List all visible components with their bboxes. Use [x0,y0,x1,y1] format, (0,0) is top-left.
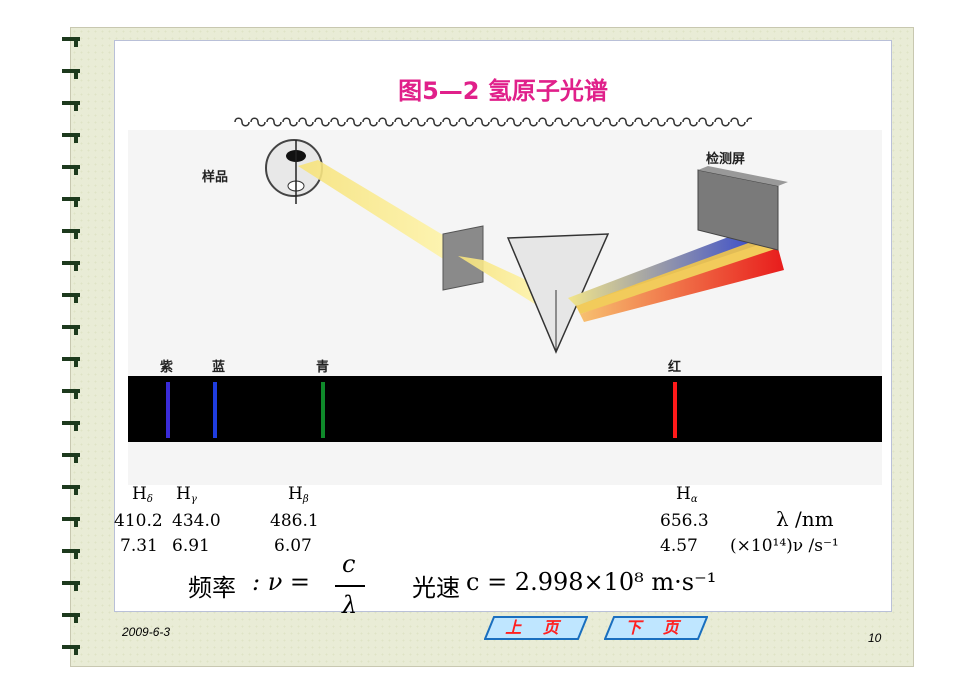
wavelength-h-delta: 410.2 [114,511,163,531]
prev-page-label: 上 页 [505,618,567,637]
spectral-line-h-alpha [673,382,677,438]
frequency-h-beta: 6.07 [274,536,312,556]
spectral-line-h-delta [166,382,170,438]
line-label-h-alpha: Hα [676,484,698,505]
prev-page-button[interactable]: 上 页 [483,616,589,640]
line-label-h-delta: Hδ [132,484,153,505]
line-name: H [676,484,691,504]
color-label-blue: 蓝 [212,360,226,375]
color-label-red: 红 [668,360,682,375]
speed-of-light-expression: c = 2.998×10⁸ m·s⁻¹ [466,568,717,596]
line-name: H [288,484,303,504]
line-label-h-beta: Hβ [288,484,309,505]
frequency-h-alpha: 4.57 [660,536,698,556]
screen-label: 检测屏 [706,152,746,167]
line-subscript: δ [146,494,153,505]
footer-page-number: 10 [868,631,882,645]
wavelength-h-alpha: 656.3 [660,511,709,531]
line-name: H [176,484,191,504]
sample-label: 样品 [202,170,229,185]
ring-binding-decoration [62,37,80,655]
slide-title: 图5—2 氢原子光谱 [398,77,608,105]
emission-spectrum-bar [128,376,882,442]
wavelength-unit: λ /nm [776,507,834,531]
next-page-button[interactable]: 下 页 [603,616,709,640]
frequency-unit: (×10¹⁴)ν /s⁻¹ [730,536,839,556]
next-page-label: 下 页 [625,618,687,637]
line-subscript: γ [190,494,197,505]
line-subscript: α [690,494,698,505]
spectral-line-h-beta [321,382,325,438]
frequency-formula: : ν = [252,568,311,596]
frequency-label: 频率 [188,574,236,602]
color-label-violet: 紫 [160,360,174,375]
wavelength-h-beta: 486.1 [270,511,319,531]
line-name: H [132,484,147,504]
prev-button-shape [483,616,589,640]
speed-label: 光速 [412,574,460,602]
formula-denominator: λ [342,591,358,619]
wavelength-h-gamma: 434.0 [172,511,221,531]
frequency-h-gamma: 6.91 [172,536,210,556]
title-underline-ornament [234,116,752,128]
color-label-cyan: 青 [316,360,330,375]
line-subscript: β [302,494,309,505]
line-label-h-gamma: Hγ [176,484,197,505]
footer-date: 2009-6-3 [122,625,171,639]
frequency-h-delta: 7.31 [120,536,158,556]
formula-numerator: c [342,550,356,578]
spectral-line-h-gamma [213,382,217,438]
spectroscope-illustration [265,139,788,354]
fraction-bar [335,585,365,587]
next-button-shape [603,616,709,640]
